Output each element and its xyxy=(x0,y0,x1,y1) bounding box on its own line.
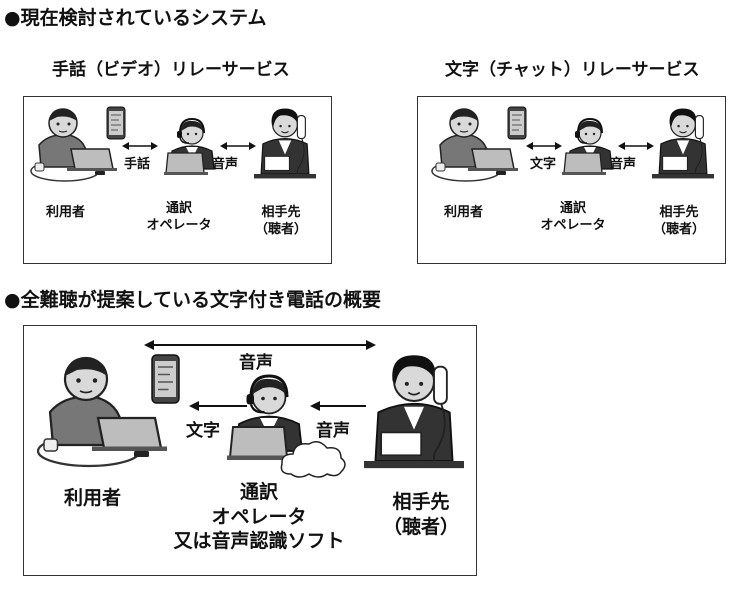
text-telephone-frame: 音声 文字 音声 利用者 通訳 オペレータ 又は音声認識ソフト 相手先 （聴者） xyxy=(23,325,477,576)
partner-label: 相手先 （聴者） xyxy=(382,491,459,538)
voice-link-label: 音声 xyxy=(212,157,239,172)
text-link-label: 文字 xyxy=(186,421,220,441)
left-arrow-icon xyxy=(189,401,247,411)
sign-language-link-label: 手話 xyxy=(124,157,151,172)
left-arrow-icon xyxy=(310,401,366,411)
double-arrow-icon xyxy=(144,340,376,350)
video-relay-title: 手話（ビデオ）リレーサービス xyxy=(52,60,290,80)
chat-relay-frame: 文字 音声 利用者 通訳 オペレータ 相手先 （聴者） xyxy=(417,96,726,264)
section1-heading: ●現在検討されているシステム xyxy=(4,7,267,29)
double-arrow-icon xyxy=(220,142,256,150)
top-voice-label: 音声 xyxy=(239,353,273,373)
video-relay-frame: 手話 音声 利用者 通訳 オペレータ 相手先 （聴者） xyxy=(23,96,332,264)
chat-relay-title: 文字（チャット）リレーサービス xyxy=(445,60,700,80)
user-illustration xyxy=(431,106,527,182)
user-label: 利用者 xyxy=(64,487,122,509)
partner-illustration xyxy=(651,107,715,180)
operator-label: 通訳 オペレータ 又は音声認識ソフト xyxy=(173,481,345,553)
user-illustration xyxy=(36,353,181,468)
voice-link-label: 音声 xyxy=(316,421,350,441)
user-illustration xyxy=(30,106,126,182)
double-arrow-icon xyxy=(526,142,562,150)
partner-illustration xyxy=(253,107,317,180)
partner-label: 相手先 （聴者） xyxy=(652,205,705,237)
cloud-icon xyxy=(280,441,346,478)
double-arrow-icon xyxy=(618,142,654,150)
operator-label: 通訳 オペレータ xyxy=(540,201,606,233)
section2-heading: ●全難聴が提案している文字付き電話の概要 xyxy=(4,289,382,311)
text-link-label: 文字 xyxy=(530,157,557,172)
user-label: 利用者 xyxy=(444,205,484,220)
partner-illustration xyxy=(363,354,465,470)
voice-link-label: 音声 xyxy=(610,157,637,172)
operator-label: 通訳 オペレータ xyxy=(146,201,212,233)
partner-label: 相手先 （聴者） xyxy=(254,205,307,237)
user-label: 利用者 xyxy=(46,205,86,220)
double-arrow-icon xyxy=(122,142,158,150)
